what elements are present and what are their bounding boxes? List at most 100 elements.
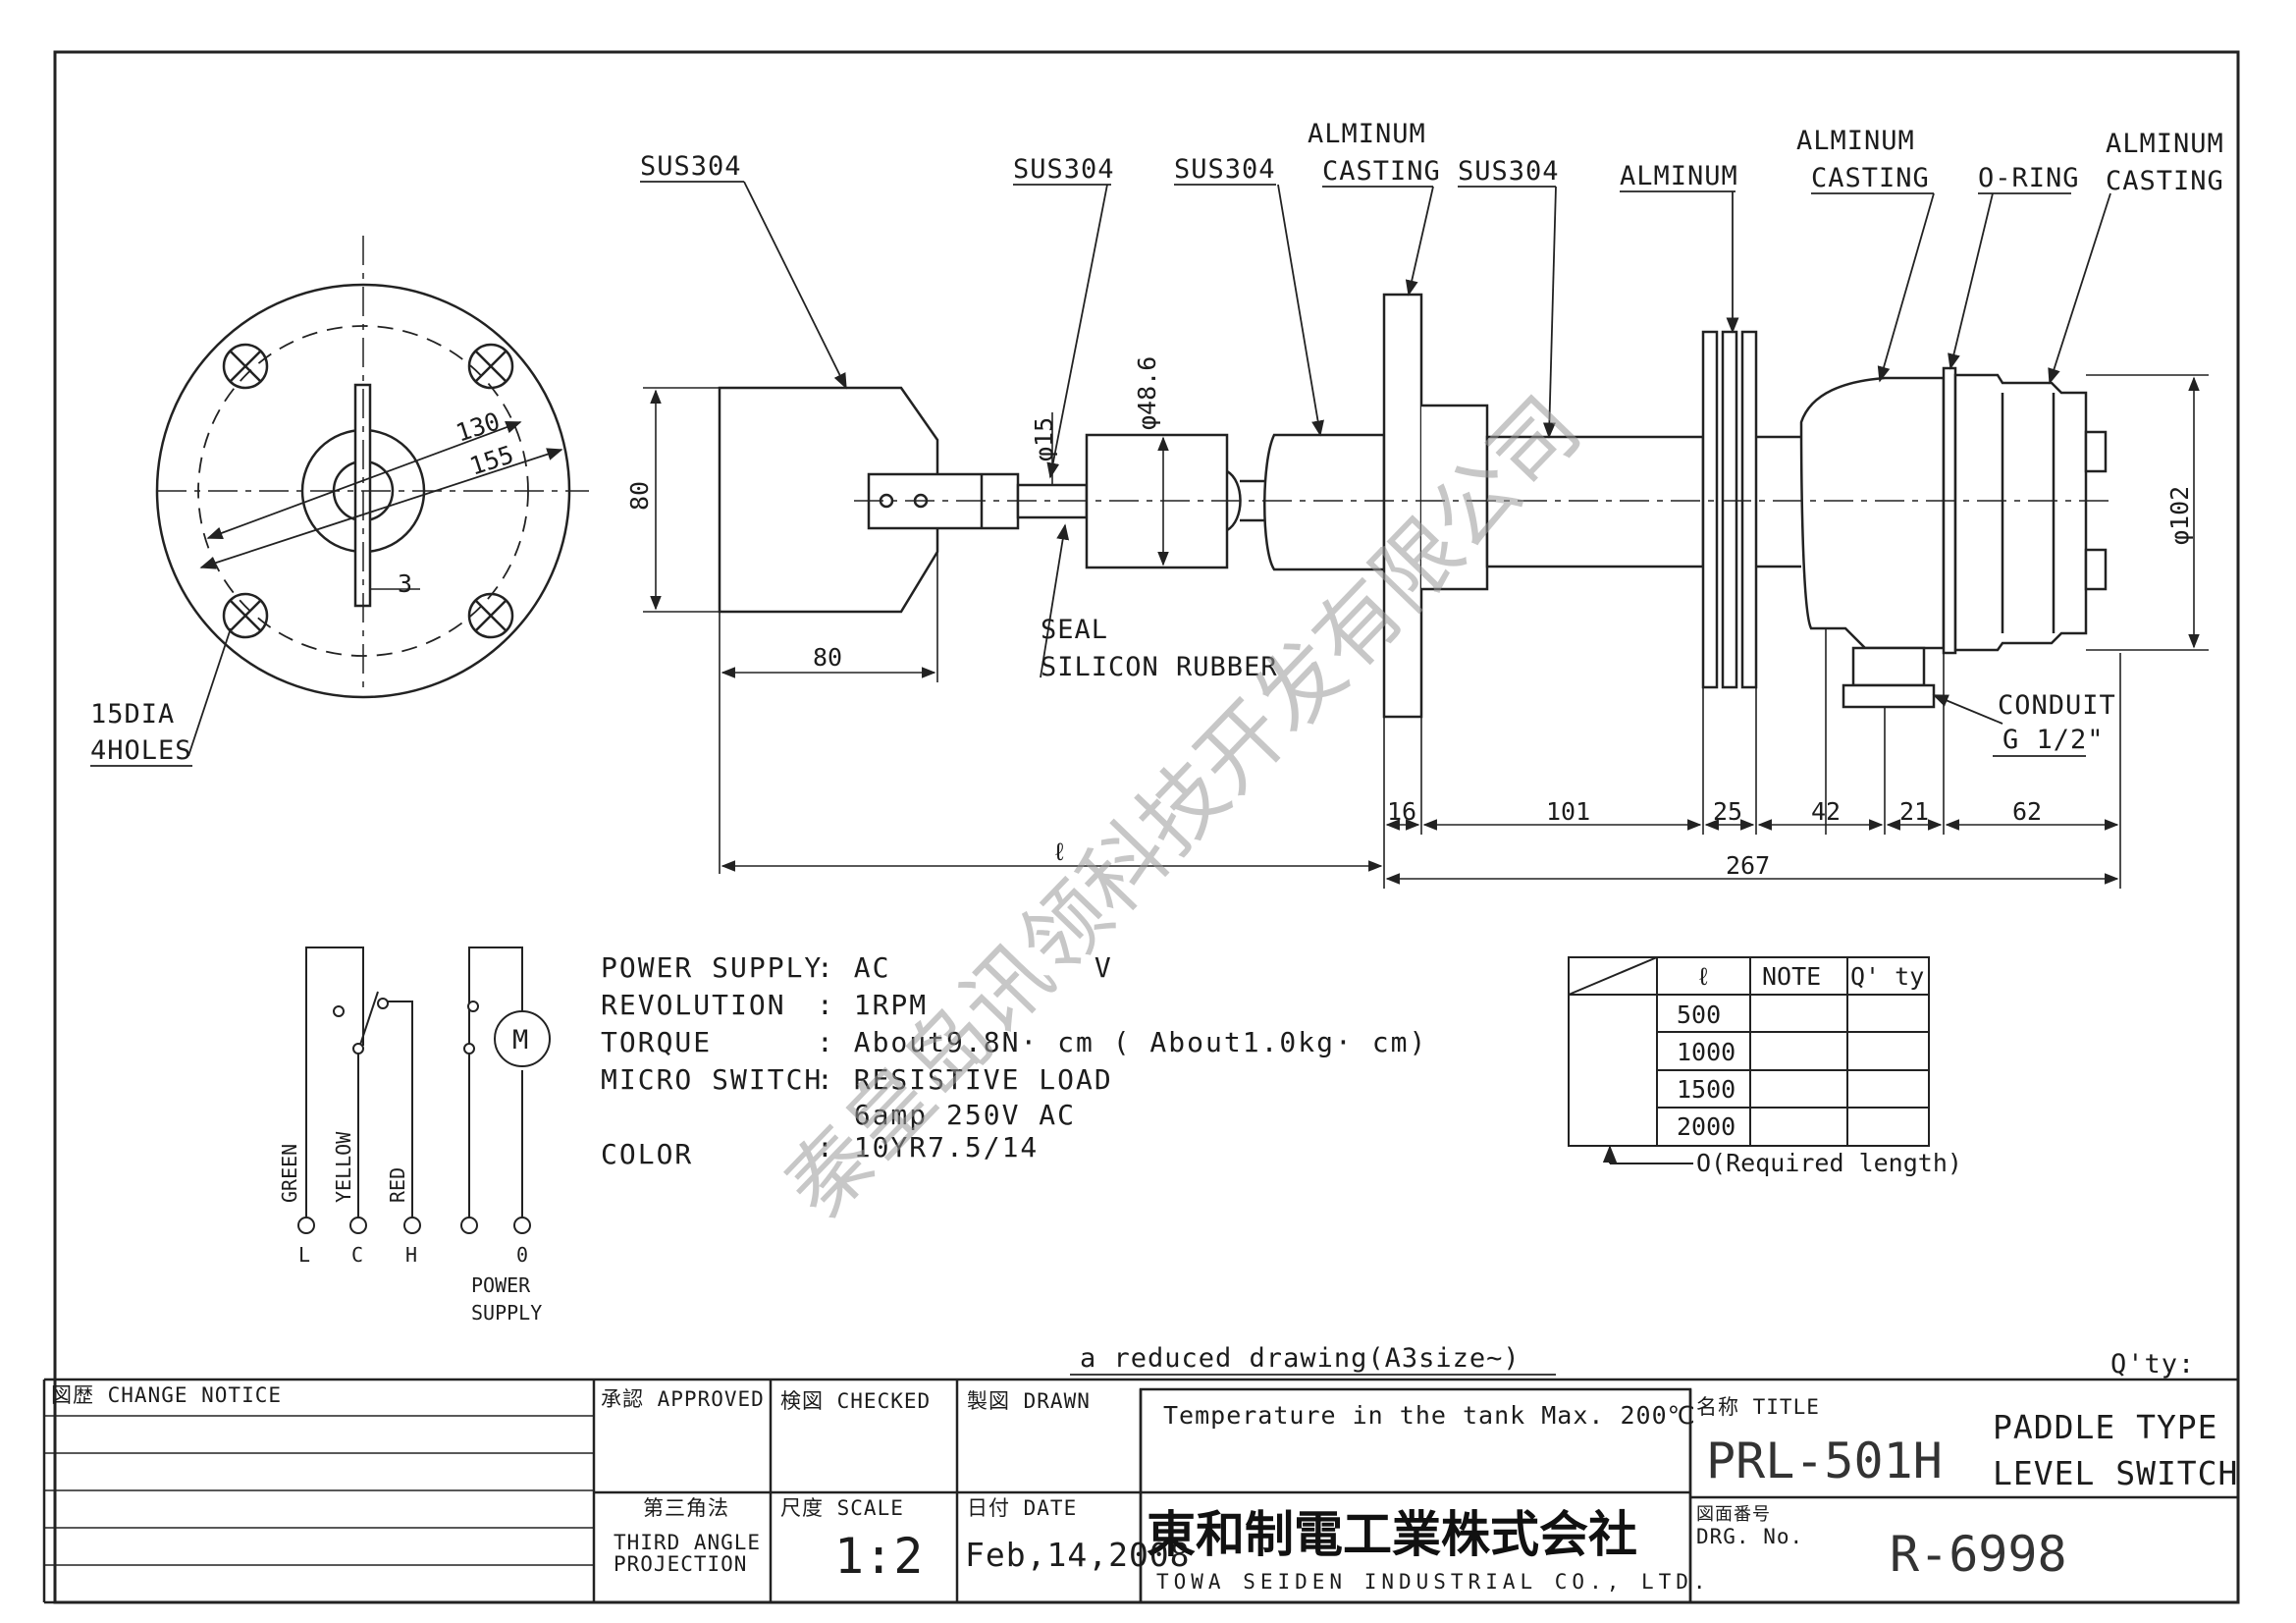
dim-267: 267 — [1726, 851, 1770, 880]
company-name-jp: 東和制電工業株式会社 — [1147, 1506, 1637, 1563]
bolt-hole — [222, 592, 269, 639]
projection-label: PROJECTION — [614, 1552, 747, 1576]
product-name: PADDLE TYPE — [1993, 1408, 2218, 1446]
dim-phi15: φ15 — [1030, 417, 1058, 461]
spec-label: MICRO SWITCH — [601, 1063, 823, 1096]
spec-value: : 1RPM — [817, 989, 928, 1021]
side-view — [718, 293, 2115, 719]
material-label: CASTING — [1322, 156, 1441, 187]
material-label: SUS304 — [1174, 154, 1276, 185]
terminal-label: H — [405, 1243, 417, 1267]
projection-jp: 第三角法 — [643, 1496, 729, 1520]
wire-label: GREEN — [278, 1144, 301, 1203]
spec-label: REVOLUTION — [601, 989, 786, 1021]
title-block — [42, 1378, 2238, 1604]
material-label: O-RING — [1978, 163, 2080, 193]
dim-42: 42 — [1811, 797, 1841, 826]
dim-101: 101 — [1546, 797, 1590, 826]
dim-155: 155 — [466, 440, 517, 481]
dim-length-var: ℓ — [1052, 838, 1067, 866]
bolt-hole — [467, 592, 514, 639]
power-label: SUPPLY — [471, 1301, 542, 1325]
checked-label: 検図 CHECKED — [780, 1389, 931, 1413]
power-label: POWER — [471, 1273, 531, 1297]
terminal-housing — [1799, 376, 1946, 650]
table-row: 2000 — [1677, 1112, 1735, 1141]
table-row: 1000 — [1677, 1038, 1735, 1066]
drawn-label: 製図 DRAWN — [967, 1389, 1091, 1413]
dim-25: 25 — [1713, 797, 1742, 826]
terminal — [349, 1217, 367, 1234]
terminal — [297, 1217, 315, 1234]
dim-62: 62 — [2012, 797, 2042, 826]
seal-note: SEAL — [1041, 615, 1108, 645]
material-label: SUS304 — [1458, 156, 1560, 187]
dim-80-width: 80 — [813, 643, 842, 672]
drg-label: 図面番号 — [1696, 1504, 1771, 1525]
terminal — [403, 1217, 421, 1234]
table-header: NOTE — [1762, 962, 1821, 991]
date-label: 日付 DATE — [967, 1496, 1077, 1520]
material-label: ALMINUM — [2106, 129, 2224, 159]
dim-80-height: 80 — [625, 481, 654, 511]
table-row: 1500 — [1677, 1075, 1735, 1104]
stem — [1485, 435, 1705, 568]
material-label: CASTING — [1811, 163, 1930, 193]
material-label: ALMINUM — [1796, 126, 1915, 156]
title-label: 名称 TITLE — [1696, 1395, 1820, 1419]
terminal — [513, 1217, 531, 1234]
bolt-hole — [467, 343, 514, 390]
motor-symbol — [494, 1010, 551, 1067]
reduced-note: a reduced drawing(A3size~) — [1080, 1343, 1521, 1374]
terminal-label: C — [351, 1243, 363, 1267]
length-table — [1568, 956, 1930, 1164]
scale-value: 1:2 — [834, 1528, 923, 1585]
spec-value: : AC V — [817, 951, 1113, 984]
material-label: CASTING — [2106, 166, 2224, 196]
change-notice-label: 図歴 CHANGE NOTICE — [51, 1383, 282, 1407]
scale-label: 尺度 SCALE — [780, 1496, 904, 1520]
specifications: POWER SUPPLY REVOLUTION TORQUE MICRO SWI… — [601, 951, 1427, 1170]
product-name: LEVEL SWITCH — [1993, 1454, 2238, 1492]
motor-label: M — [512, 1025, 529, 1055]
material-label: ALMINUM — [1620, 161, 1738, 191]
spec-value: : About9.8N· cm ( About1.0kg· cm) — [817, 1026, 1427, 1058]
cooling-fin — [1721, 330, 1738, 689]
table-header: ℓ — [1696, 962, 1711, 991]
leader-lines — [743, 181, 2111, 725]
wiring-diagram — [297, 947, 551, 1234]
terminal — [460, 1217, 478, 1234]
spec-label: TORQUE — [601, 1026, 712, 1058]
company-name-en: TOWA SEIDEN INDUSTRIAL CO., LTD. — [1156, 1570, 1711, 1594]
holes-note: 15DIA — [90, 699, 175, 730]
wire-label: YELLOW — [332, 1131, 355, 1203]
holes-note: 4HOLES — [90, 735, 192, 766]
spec-value: : RESISTIVE LOAD — [817, 1063, 1113, 1096]
dim-phi48: φ48.6 — [1133, 356, 1161, 430]
cooling-fin — [1701, 330, 1719, 689]
dim-16: 16 — [1387, 797, 1416, 826]
temperature-note: Temperature in the tank Max. 200℃ — [1163, 1401, 1696, 1430]
material-label: ALMINUM — [1308, 119, 1426, 149]
model-number: PRL-501H — [1706, 1433, 1943, 1489]
dim-3: 3 — [398, 569, 412, 598]
table-footnote: O(Required length) — [1696, 1149, 1962, 1177]
spec-label: COLOR — [601, 1138, 693, 1170]
flange-front-view — [155, 236, 589, 757]
conduit-note: CONDUIT — [1998, 690, 2116, 721]
qty-note: Q'ty: — [2110, 1349, 2195, 1380]
table-row: 500 — [1677, 1001, 1721, 1029]
date-value: Feb,14,2008 — [965, 1536, 1191, 1574]
material-label: SUS304 — [1013, 154, 1115, 185]
shaft-sus304 — [1263, 433, 1386, 571]
conduit-note: G 1/2" — [2002, 725, 2105, 755]
dimension-lines — [643, 374, 2209, 889]
terminal-label: 0 — [516, 1243, 528, 1267]
approved-label: 承認 APPROVED — [601, 1387, 765, 1411]
projection-label: THIRD ANGLE — [614, 1531, 761, 1554]
drawing-number: R-6998 — [1890, 1526, 2067, 1583]
material-label: SUS304 — [640, 151, 742, 182]
spec-label: POWER SUPPLY — [601, 951, 823, 984]
dim-21: 21 — [1899, 797, 1929, 826]
